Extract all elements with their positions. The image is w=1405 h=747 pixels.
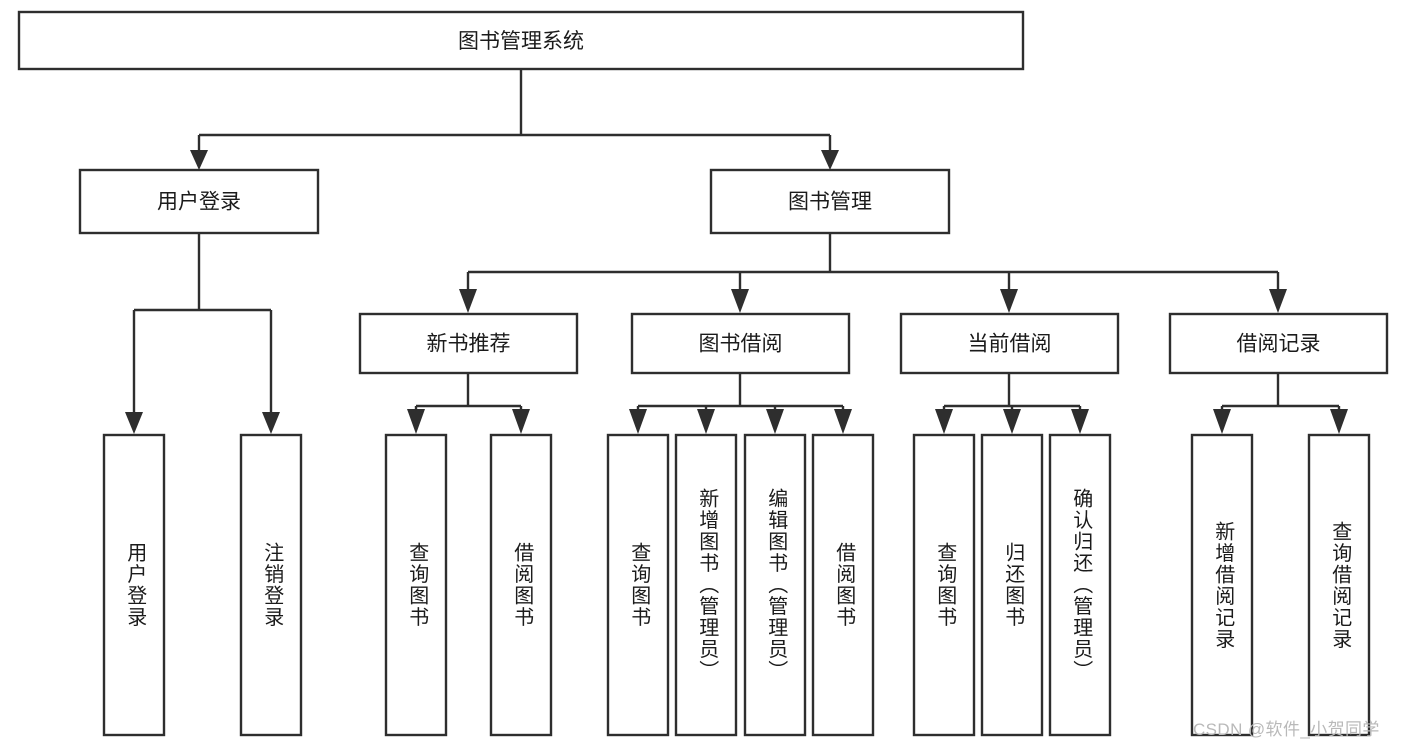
node-box-leaf-add-book[interactable]	[674, 433, 738, 737]
node-label-book-borrow: 图书借阅	[699, 333, 783, 356]
node-box-leaf-borrow-book-1[interactable]	[489, 433, 553, 737]
arrow-head-leaf-borrow-book-1	[512, 409, 530, 434]
arrow-head-leaf-query-book-1	[407, 409, 425, 434]
node-box-book-borrow[interactable]	[630, 312, 851, 375]
arrow-head-leaf-borrow-book-2	[834, 409, 852, 434]
connector-group-borrow-record	[1213, 373, 1348, 434]
connector-group-book-management	[459, 233, 1287, 313]
node-box-leaf-confirm-return[interactable]	[1048, 433, 1112, 737]
arrow-head-leaf-add-record	[1213, 409, 1231, 434]
node-box-leaf-query-book-3[interactable]	[912, 433, 976, 737]
arrow-head-borrow-record	[1269, 289, 1287, 313]
connector-group-user-login	[125, 233, 280, 434]
node-box-leaf-return-book[interactable]	[980, 433, 1044, 737]
arrow-head-leaf-add-book	[697, 409, 715, 434]
arrow-head-leaf-user-login	[125, 412, 143, 434]
node-box-leaf-user-logout[interactable]	[239, 433, 303, 737]
node-label-root: 图书管理系统	[458, 30, 584, 53]
connector-group-root	[190, 69, 839, 170]
node-box-leaf-add-record[interactable]	[1190, 433, 1254, 737]
arrow-head-leaf-edit-book	[766, 409, 784, 434]
arrow-head-current-borrow	[1000, 289, 1018, 313]
node-box-leaf-edit-book[interactable]	[743, 433, 807, 737]
arrow-head-new-book-recommend	[459, 289, 477, 313]
arrow-head-user-login	[190, 150, 208, 170]
node-box-leaf-query-book-1[interactable]	[384, 433, 448, 737]
arrow-head-leaf-user-logout	[262, 412, 280, 434]
arrow-head-leaf-query-book-2	[629, 409, 647, 434]
node-label-new-book-recommend: 新书推荐	[427, 333, 511, 356]
node-box-new-book-recommend[interactable]	[358, 312, 579, 375]
arrow-head-leaf-query-book-3	[935, 409, 953, 434]
watermark: CSDN @软件_小贺同学	[1193, 720, 1380, 739]
arrow-head-leaf-query-record	[1330, 409, 1348, 434]
node-box-leaf-user-login[interactable]	[102, 433, 166, 737]
node-box-current-borrow[interactable]	[899, 312, 1120, 375]
node-box-borrow-record[interactable]	[1168, 312, 1389, 375]
node-label-borrow-record: 借阅记录	[1237, 333, 1321, 356]
node-box-root[interactable]	[17, 10, 1025, 71]
node-box-leaf-borrow-book-2[interactable]	[811, 433, 875, 737]
connector-group-new-book-recommend	[407, 373, 530, 434]
node-label-current-borrow: 当前借阅	[968, 333, 1052, 356]
node-box-leaf-query-book-2[interactable]	[606, 433, 670, 737]
node-box-user-login[interactable]	[78, 168, 320, 235]
node-box-leaf-query-record[interactable]	[1307, 433, 1371, 737]
connector-group-current-borrow	[935, 373, 1089, 434]
arrow-head-leaf-return-book	[1003, 409, 1021, 434]
node-label-book-management: 图书管理	[788, 191, 872, 214]
connector-group-book-borrow	[629, 373, 852, 434]
arrow-head-leaf-confirm-return	[1071, 409, 1089, 434]
node-box-book-management[interactable]	[709, 168, 951, 235]
node-label-user-login: 用户登录	[157, 191, 241, 214]
arrow-head-book-management	[821, 150, 839, 170]
arrow-head-book-borrow	[731, 289, 749, 313]
